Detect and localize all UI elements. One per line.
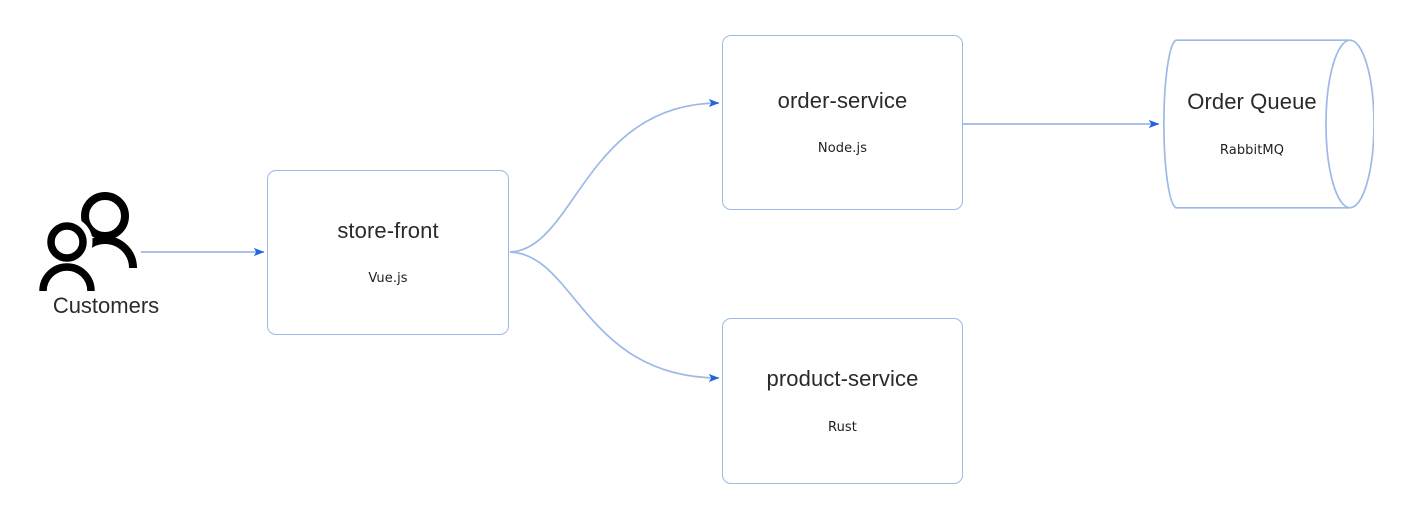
- cylinder-shape: [1163, 39, 1374, 209]
- two-people-icon: [36, 192, 137, 292]
- node-store-front-subtitle: Vue.js: [368, 271, 408, 287]
- node-order-queue[interactable]: Order Queue RabbitMQ: [1162, 39, 1374, 209]
- node-order-service-subtitle: Node.js: [817, 141, 868, 157]
- node-store-front-title: store-front: [337, 217, 439, 243]
- node-product-service[interactable]: product-service Rust: [722, 318, 963, 484]
- node-store-front[interactable]: store-front Vue.js: [267, 170, 509, 335]
- edge-store-front-to-product-service: [509, 251, 720, 383]
- edge-store-front-to-order-service: [509, 98, 720, 253]
- node-order-service-title: order-service: [777, 87, 908, 113]
- customers-label: Customers: [52, 293, 160, 318]
- node-order-service[interactable]: order-service Node.js: [722, 35, 963, 210]
- customers-actor[interactable]: Customers: [36, 190, 176, 335]
- node-order-queue-subtitle: RabbitMQ: [1219, 142, 1285, 158]
- node-product-service-subtitle: Rust: [828, 419, 857, 435]
- node-product-service-title: product-service: [766, 366, 919, 392]
- node-order-queue-title: Order Queue: [1187, 89, 1317, 115]
